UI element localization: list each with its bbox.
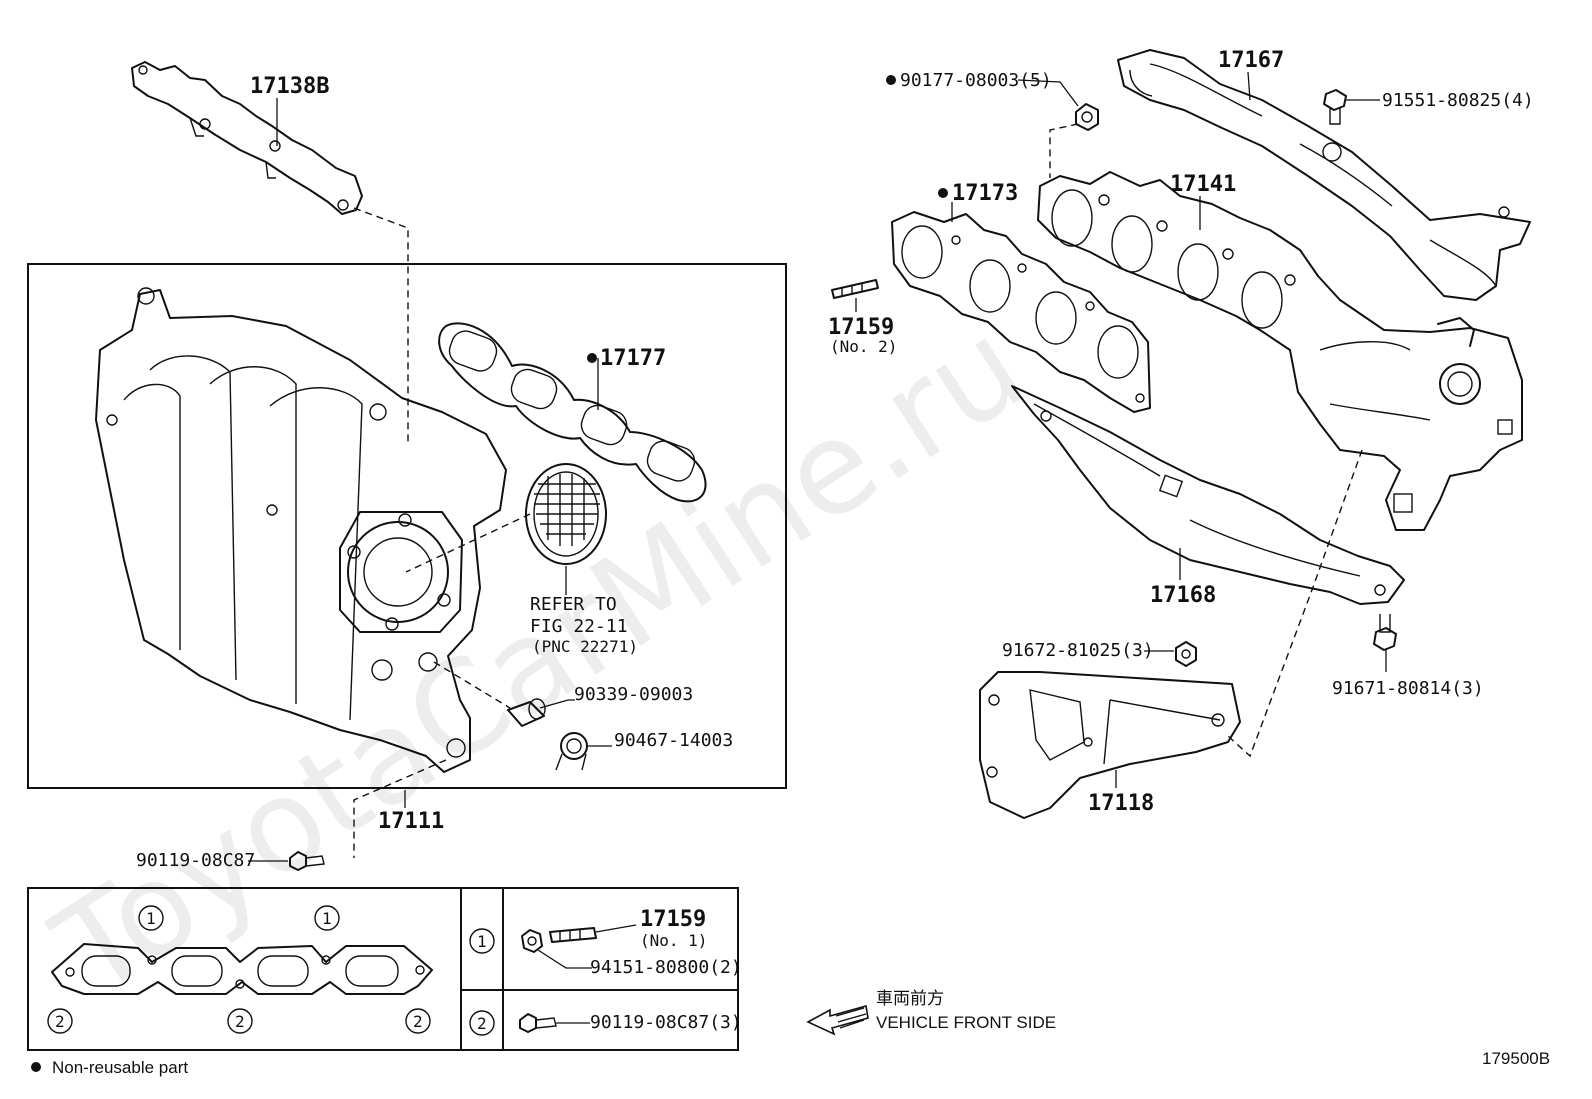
label-17173: 17173 (952, 181, 1018, 206)
throttle-body-gasket-drawing (525, 463, 607, 565)
refer-line-2: FIG 22-11 (530, 616, 628, 637)
label-91671-80814: 91671-80814(3) (1332, 678, 1484, 699)
marker-2-right: 2 (405, 1008, 431, 1034)
footnote-non-reusable: Non-reusable part (52, 1058, 188, 1077)
legend-label-90119-08c87-3: 90119-08C87(3) (590, 1012, 742, 1033)
bolt-90119-drawing (289, 851, 325, 871)
bolt-91671-drawing (1373, 614, 1397, 651)
marker-2-left: 2 (47, 1008, 73, 1034)
svg-text:2: 2 (235, 1012, 245, 1031)
label-91551-80825: 91551-80825(4) (1382, 90, 1534, 111)
label-90119-08c87: 90119-08C87 (136, 850, 255, 871)
label-17167: 17167 (1218, 48, 1284, 73)
label-17159-no2: 17159 (828, 315, 894, 340)
label-17159-no2-sub: (No. 2) (830, 337, 897, 356)
svg-text:2: 2 (477, 1014, 487, 1033)
legend-row-2-marker: 2 (469, 1010, 495, 1036)
direction-label-en: VEHICLE FRONT SIDE (876, 1013, 1056, 1032)
marker-1-top-right: 1 (314, 905, 340, 931)
label-17138b: 17138B (250, 74, 329, 99)
svg-text:2: 2 (413, 1012, 423, 1031)
label-91672-81025: 91672-81025(3) (1002, 640, 1154, 661)
svg-text:1: 1 (477, 932, 487, 951)
intake-manifold-assembly-box (27, 263, 787, 789)
label-17141: 17141 (1170, 172, 1236, 197)
legend-gasket-drawing (51, 943, 433, 995)
legend-stud-drawing (549, 927, 597, 943)
stud-17159-no2-drawing (831, 279, 879, 299)
legend-label-94151-80800: 94151-80800(2) (590, 957, 742, 978)
legend-nut-drawing (521, 929, 543, 953)
exhaust-manifold-17141-drawing (1037, 171, 1523, 531)
insulator-17167-drawing (1117, 49, 1531, 301)
label-17168: 17168 (1150, 583, 1216, 608)
legend-box (27, 887, 739, 1051)
svg-text:1: 1 (146, 909, 156, 928)
watermark: ToyotaCarMine.ru (30, 292, 1050, 1027)
insulator-17168-drawing (1011, 385, 1405, 605)
direction-label-jp: 車両前方 (876, 989, 944, 1008)
clip-90467-drawing (555, 732, 588, 771)
label-90467-14003: 90467-14003 (614, 730, 733, 751)
legend-bolt-drawing (519, 1013, 557, 1033)
refer-line-1: REFER TO (530, 594, 617, 615)
stay-17118-drawing (979, 671, 1241, 819)
figure-id: 179500B (1482, 1049, 1550, 1068)
gasket-17173-drawing (891, 211, 1151, 413)
marker-2-middle: 2 (227, 1008, 253, 1034)
legend-row-1-marker: 1 (469, 928, 495, 954)
gasket-17177-drawing (438, 322, 707, 503)
bolt-91551-drawing (1323, 89, 1347, 125)
marker-1-top-left: 1 (138, 905, 164, 931)
svg-text:2: 2 (55, 1012, 65, 1031)
label-17118: 17118 (1088, 791, 1154, 816)
label-17111: 17111 (378, 809, 444, 834)
legend-label-17159-sub: (No. 1) (640, 931, 707, 950)
legend-label-17159: 17159 (640, 907, 706, 932)
bolt-91672-drawing (1175, 641, 1197, 667)
nut-90177-drawing (1075, 103, 1099, 131)
label-90177-08003: 90177-08003(5) (900, 70, 1052, 91)
label-17177: 17177 (600, 346, 666, 371)
gasket-17138b-drawing (131, 61, 363, 215)
vehicle-front-arrow-icon (806, 1004, 869, 1036)
intake-manifold-drawing (95, 287, 507, 773)
label-90339-09003: 90339-09003 (574, 684, 693, 705)
sleeve-90339-drawing (507, 698, 546, 727)
svg-text:1: 1 (322, 909, 332, 928)
refer-line-3: (PNC 22271) (532, 637, 638, 656)
